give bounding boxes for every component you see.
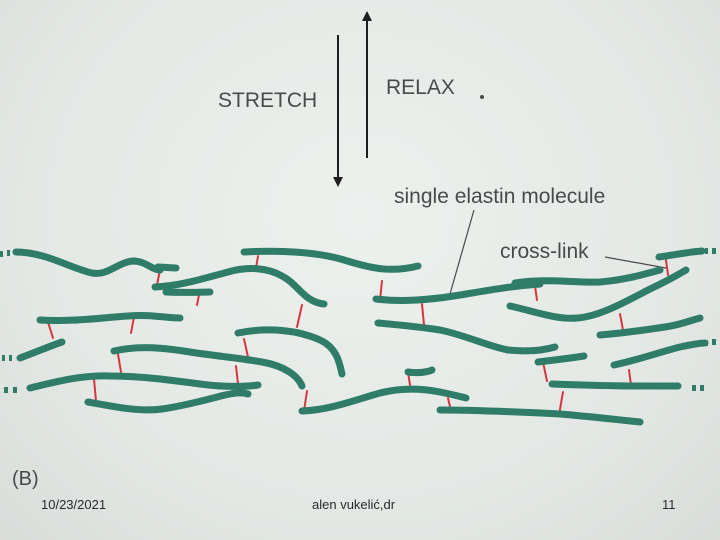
elastin-fiber	[155, 269, 324, 304]
elastin-fiber	[440, 410, 640, 422]
cross-link	[118, 354, 121, 372]
cross-link	[535, 286, 537, 300]
cross-link	[48, 322, 53, 338]
footer-author: alen vukelić,dr	[312, 497, 395, 512]
single-elastin-molecule-label: single elastin molecule	[394, 185, 605, 208]
molecule-pointer-line	[450, 210, 474, 294]
cross-link	[422, 304, 424, 325]
relax-label: RELAX	[386, 76, 455, 99]
elastin-fiber	[659, 251, 702, 257]
elastin-fiber	[20, 342, 62, 358]
cross-link	[620, 314, 623, 330]
cross-link	[244, 339, 248, 357]
elastin-fiber	[552, 384, 678, 386]
stretch-label: STRETCH	[218, 89, 317, 112]
cross-link-label: cross-link	[500, 240, 589, 263]
elastin-fiber	[158, 267, 176, 268]
elastin-fiber	[515, 270, 660, 283]
cross-link	[297, 305, 302, 327]
elastin-fiber	[614, 343, 705, 365]
footer-date: 10/23/2021	[41, 497, 106, 512]
elastin-fiber	[538, 356, 584, 362]
elastin-fiber	[378, 323, 555, 351]
cross-link	[94, 379, 96, 401]
stray-dot	[480, 95, 484, 99]
cross-link	[236, 366, 238, 384]
panel-label: (B)	[12, 468, 39, 490]
elastin-fiber	[600, 318, 700, 335]
elastin-fiber	[16, 252, 160, 273]
elastin-fiber	[408, 370, 432, 373]
elastin-fiber	[30, 376, 258, 388]
footer-page-number: 11	[662, 497, 676, 512]
cross-link	[131, 317, 134, 333]
elastin-fibers	[16, 251, 705, 422]
elastin-fiber	[88, 393, 248, 410]
cross-link	[666, 260, 668, 275]
elastin-fiber	[244, 251, 418, 269]
elastin-fiber	[238, 330, 342, 374]
elastin-fiber	[40, 315, 180, 320]
